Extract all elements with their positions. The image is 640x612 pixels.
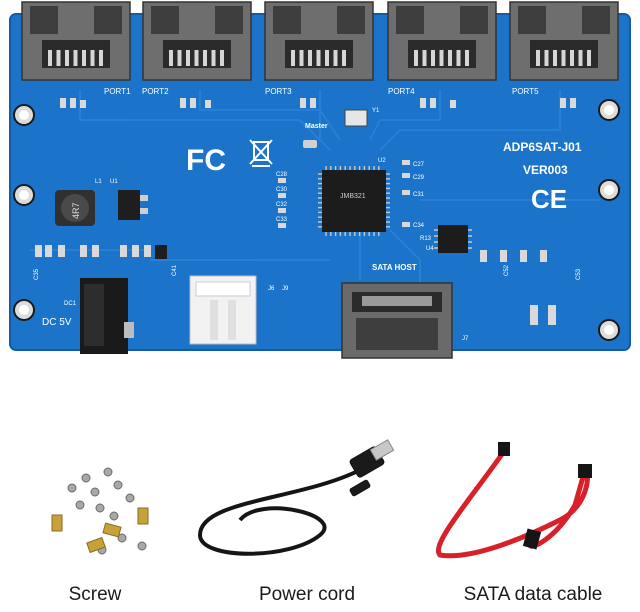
weee-bin-icon (249, 139, 273, 167)
port-label-2: PORT2 (142, 87, 169, 96)
white-power-connector: J6 J9 (189, 275, 289, 345)
svg-text:J7: J7 (462, 336, 469, 342)
svg-text:C28: C28 (276, 172, 288, 178)
voltage-regulator (118, 190, 148, 220)
svg-text:C35: C35 (34, 268, 40, 280)
svg-text:J9: J9 (282, 286, 289, 292)
svg-text:C32: C32 (276, 202, 288, 208)
svg-text:C31: C31 (413, 192, 425, 198)
ce-logo: CE (531, 184, 567, 214)
model-label: ADP6SAT-J01 (503, 140, 582, 154)
sata-host-label: SATA HOST (372, 263, 417, 272)
svg-text:C34: C34 (413, 223, 425, 229)
svg-text:DC 5V: DC 5V (42, 317, 72, 328)
port-label-4: PORT4 (388, 87, 415, 96)
power-cord (197, 439, 395, 556)
svg-text:C30: C30 (276, 187, 288, 193)
power-cord-caption: Power cord (258, 584, 356, 605)
svg-text:C27: C27 (413, 162, 425, 168)
sata-port-connectors (21, 1, 619, 81)
port-label-5: PORT5 (512, 87, 539, 96)
eeprom-chip (434, 225, 472, 253)
svg-text:C52: C52 (504, 264, 510, 276)
svg-text:C53: C53 (576, 268, 582, 280)
svg-text:JMB321: JMB321 (340, 193, 366, 200)
pcb-board: PORT1 PORT2 PORT3 PORT4 PORT5 Master Y1 … (9, 1, 631, 359)
sata-port-3 (264, 1, 374, 81)
svg-text:R13: R13 (420, 236, 432, 242)
sata-data-cable (436, 442, 592, 559)
sata-port-4 (387, 1, 497, 81)
svg-text:C29: C29 (413, 175, 425, 181)
svg-text:U4: U4 (426, 246, 434, 252)
ref-y1: Y1 (372, 108, 380, 114)
sata-port-5 (509, 1, 619, 81)
version-label: VER003 (523, 163, 568, 177)
sata-port-2 (142, 1, 252, 81)
svg-text:4R7: 4R7 (71, 202, 81, 219)
sata-host-connector: SATA HOST J7 (341, 263, 469, 359)
svg-text:U2: U2 (378, 158, 386, 164)
controller-chip: JMB321 U2 (318, 158, 390, 236)
svg-text:C33: C33 (276, 217, 288, 223)
dc-power-jack: DC 5V DC1 (42, 278, 134, 354)
screw-caption: Screw (68, 584, 122, 605)
svg-text:C41: C41 (172, 264, 178, 276)
svg-text:L1: L1 (95, 179, 102, 185)
master-label: Master (305, 123, 328, 130)
sata-cable-caption: SATA data cable (463, 584, 603, 605)
smd-components (35, 98, 576, 325)
svg-text:J6: J6 (268, 286, 275, 292)
svg-text:U1: U1 (110, 179, 118, 185)
fc-logo: FC (186, 144, 226, 177)
screws (51, 467, 149, 555)
sata-port-1 (21, 1, 131, 81)
port-label-3: PORT3 (265, 87, 292, 96)
inductor: 4R7 L1 U1 (55, 179, 118, 226)
svg-text:DC1: DC1 (64, 301, 77, 307)
mounting-holes (13, 99, 620, 341)
port-label-1: PORT1 (104, 87, 131, 96)
